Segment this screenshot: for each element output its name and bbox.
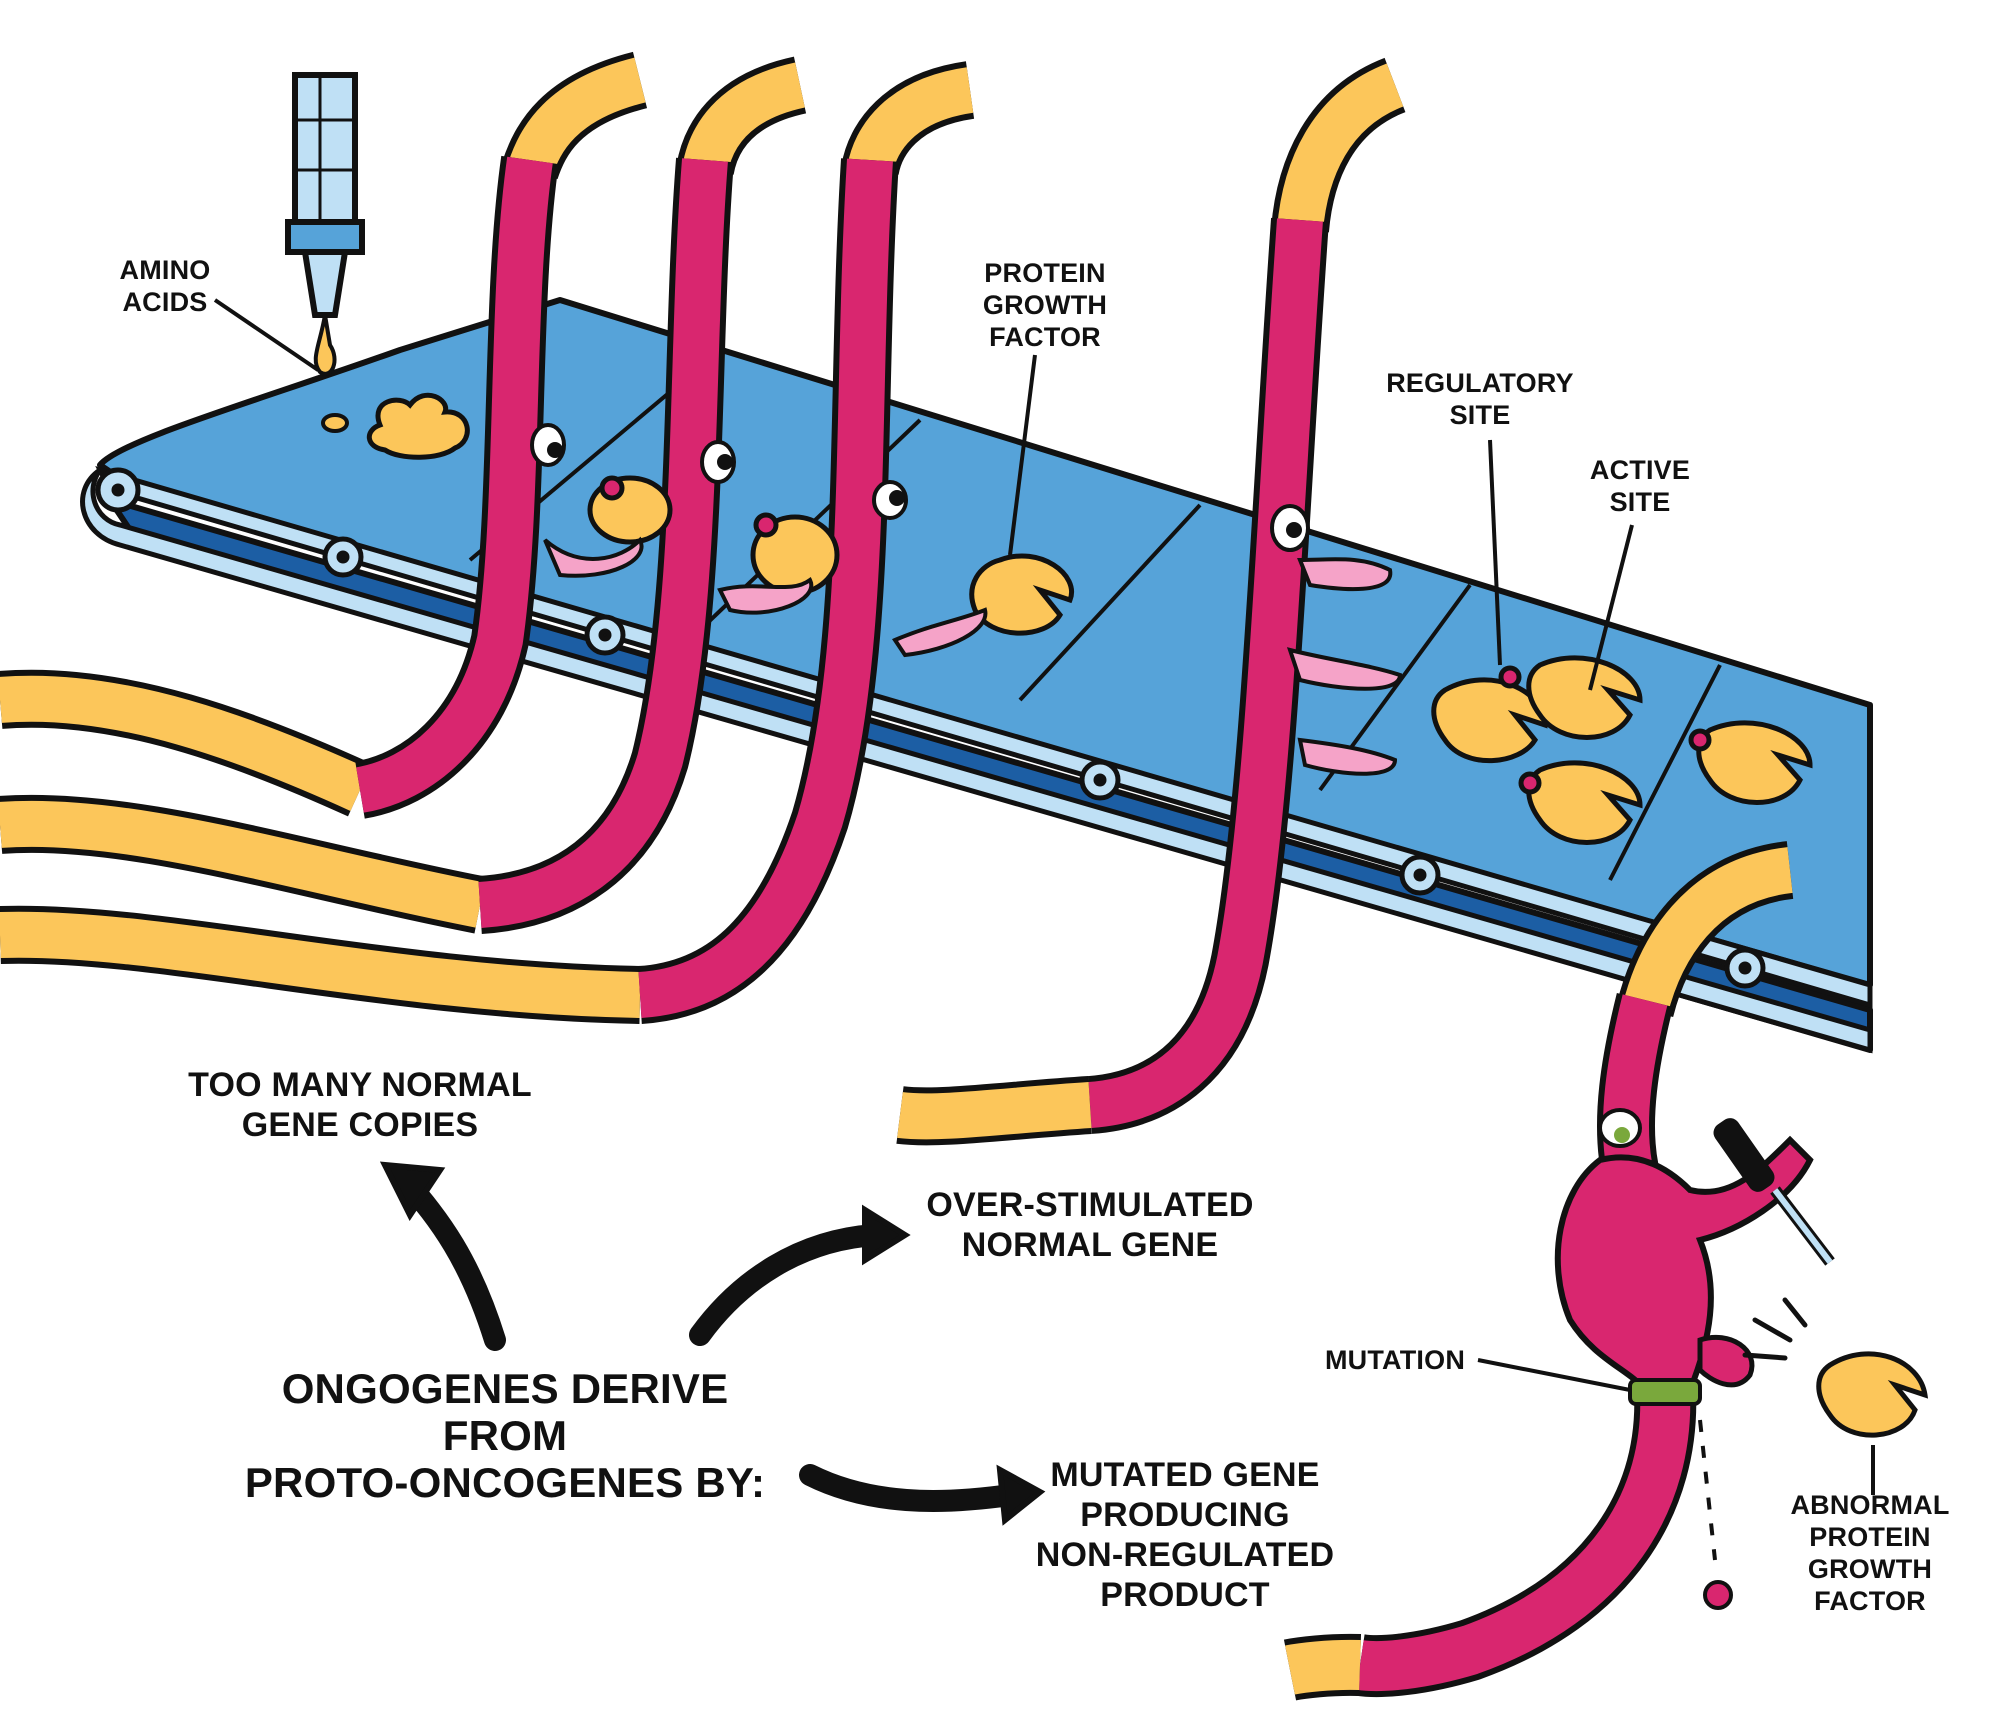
label-line: SITE <box>1609 486 1671 517</box>
mutated-gene-character <box>1283 841 1814 1701</box>
label-mutated-gene: MUTATED GENE PRODUCING NON-REGULATED PRO… <box>1030 1455 1340 1615</box>
main-heading: ONGOGENES DERIVE FROM PROTO-ONCOGENES BY… <box>225 1365 785 1506</box>
regulatory-site <box>1498 665 1522 689</box>
label-mutation: MUTATION <box>1310 1345 1480 1377</box>
heading-line: PROTO-ONCOGENES BY: <box>244 1459 766 1507</box>
label-line: TOO MANY NORMAL <box>188 1066 532 1104</box>
label-line: PRODUCING <box>1080 1496 1290 1535</box>
label-line: FACTOR <box>989 321 1101 352</box>
label-line: NON-REGULATED <box>1035 1536 1335 1575</box>
dropper-icon <box>285 72 365 433</box>
label-over-stimulated: OVER-STIMULATED NORMAL GENE <box>915 1185 1265 1265</box>
amino-acid-blob <box>366 392 470 460</box>
label-line: SITE <box>1449 399 1511 430</box>
gene-strand-3 <box>637 61 976 1024</box>
gene-strand-overstimulated <box>896 57 1407 1146</box>
gene-hands <box>543 536 1403 776</box>
label-too-many-copies: TOO MANY NORMAL GENE COPIES <box>170 1065 550 1145</box>
protein-growth-factors <box>587 475 1813 845</box>
label-line: OVER-STIMULATED <box>926 1186 1254 1224</box>
label-line: PROTEIN <box>984 258 1106 288</box>
arrow-to-over-stimulated <box>689 1224 886 1346</box>
label-line: NORMAL GENE <box>961 1226 1219 1265</box>
label-protein-growth-factor: PROTEIN GROWTH FACTOR <box>970 258 1120 354</box>
leader-lines <box>213 298 1875 1495</box>
gene-faces <box>530 423 1310 552</box>
label-abnormal-protein: ABNORMAL PROTEIN GROWTH FACTOR <box>1780 1490 1960 1617</box>
label-line: PROTEIN <box>1809 1521 1931 1552</box>
label-amino-acids: AMINO ACIDS <box>95 255 235 319</box>
label-line: GROWTH <box>1807 1553 1933 1584</box>
belt-rollers <box>95 467 1766 989</box>
mutation-band <box>1628 1378 1702 1406</box>
label-active-site: ACTIVE SITE <box>1580 455 1700 519</box>
falling-regulatory-site <box>1698 1419 1733 1610</box>
screwdriver-icon <box>1713 1118 1835 1266</box>
amino-acid-drop <box>321 413 349 433</box>
gene-copies <box>0 669 641 1024</box>
label-line: PRODUCT <box>1100 1576 1270 1615</box>
label-line: GROWTH <box>982 289 1108 320</box>
gene-strand-1 <box>354 51 648 819</box>
label-line: MUTATION <box>1324 1345 1466 1375</box>
label-line: GENE COPIES <box>241 1106 479 1145</box>
label-line: ACIDS <box>122 286 208 317</box>
heading-line: ONGOGENES DERIVE FROM <box>281 1365 729 1460</box>
amino-acid-drip <box>313 314 337 376</box>
label-regulatory-site: REGULATORY SITE <box>1380 368 1580 432</box>
gene-strand-2 <box>477 56 807 934</box>
arrow-to-mutated-gene <box>799 1464 1021 1512</box>
protein-growth-factor <box>969 553 1075 636</box>
label-line: REGULATORY <box>1386 368 1574 398</box>
label-line: AMINO <box>119 255 211 285</box>
label-line: MUTATED GENE <box>1050 1456 1320 1494</box>
label-line: ABNORMAL <box>1790 1490 1950 1520</box>
label-line: ACTIVE <box>1589 455 1691 485</box>
belt-lower-rim <box>80 467 1873 1054</box>
abnormal-protein <box>1816 1351 1929 1438</box>
label-line: FACTOR <box>1814 1585 1926 1616</box>
curved-arrow-icon <box>379 1161 1046 1526</box>
